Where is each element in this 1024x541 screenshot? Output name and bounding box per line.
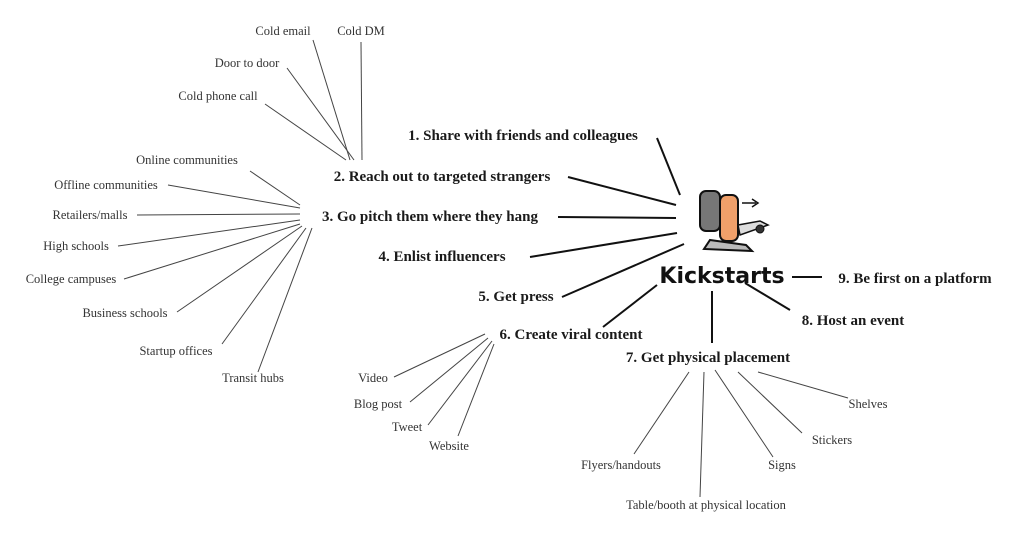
leaf-transit-hubs: Transit hubs <box>222 371 284 385</box>
connector-leaf-19 <box>714 369 774 458</box>
connector-leaf-18 <box>699 371 705 498</box>
branch-2-label: 2. Reach out to targeted strangers <box>334 169 551 185</box>
leaf-cold-email: Cold email <box>255 24 311 38</box>
connector-branch-1 <box>656 137 681 196</box>
center-label: Kickstarts <box>659 264 784 289</box>
leaf-flyers-handouts: Flyers/handouts <box>581 458 661 472</box>
leaf-stickers: Stickers <box>812 433 852 447</box>
leaf-blog-post: Blog post <box>354 397 403 411</box>
branch-8-label: 8. Host an event <box>802 313 905 329</box>
connector-branch-2 <box>567 176 677 206</box>
leaf-door-to-door: Door to door <box>215 56 280 70</box>
leaf-tweet: Tweet <box>392 420 423 434</box>
edges <box>117 39 849 498</box>
connector-branch-6 <box>602 284 658 328</box>
branch-5-label: 5. Get press <box>478 289 553 305</box>
connector-leaf-9 <box>123 223 301 280</box>
leaf-online-communities: Online communities <box>136 153 238 167</box>
connector-branch-5 <box>561 243 685 298</box>
connector-leaf-11 <box>221 227 307 345</box>
branch-6-label: 6. Create viral content <box>499 327 642 343</box>
connector-leaf-14 <box>409 337 489 403</box>
connector-leaf-1 <box>312 39 351 161</box>
connector-leaf-7 <box>136 213 301 216</box>
leaf-retailers-malls: Retailers/malls <box>53 208 128 222</box>
connector-leaf-21 <box>757 371 849 399</box>
leaf-startup-offices: Startup offices <box>139 344 212 358</box>
connector-leaf-17 <box>633 371 690 455</box>
connector-leaf-5 <box>249 170 301 206</box>
leaf-labels: Cold email Cold DM Door to door Cold pho… <box>26 24 888 512</box>
connector-branch-8 <box>744 282 791 311</box>
branch-1-label: 1. Share with friends and colleagues <box>408 128 638 144</box>
connector-branch-4 <box>529 232 678 258</box>
connector-leaf-16 <box>457 343 495 437</box>
branch-9-label: 9. Be first on a platform <box>838 271 992 287</box>
connector-leaf-15 <box>427 340 493 426</box>
connector-leaf-4 <box>264 103 347 161</box>
leaf-website: Website <box>429 439 469 453</box>
leaf-video: Video <box>358 371 388 385</box>
branch-7-label: 7. Get physical placement <box>626 350 790 366</box>
connector-leaf-13 <box>393 333 486 378</box>
kick-scooter-icon <box>699 190 770 253</box>
leaf-business-schools: Business schools <box>82 306 167 320</box>
connector-leaf-3 <box>286 67 355 161</box>
connector-leaf-10 <box>176 225 303 313</box>
leaf-signs: Signs <box>768 458 796 472</box>
branch-4-label: 4. Enlist influencers <box>378 249 505 265</box>
connector-leaf-8 <box>117 219 301 247</box>
leaf-cold-dm: Cold DM <box>337 24 385 38</box>
branch-3-label: 3. Go pitch them where they hang <box>322 209 538 225</box>
leaf-cold-phone-call: Cold phone call <box>178 89 258 103</box>
leaf-high-schools: High schools <box>43 239 109 253</box>
branch-labels: 1. Share with friends and colleagues 2. … <box>322 128 992 366</box>
leaf-college-campuses: College campuses <box>26 272 117 286</box>
leaf-offline-communities: Offline communities <box>54 178 158 192</box>
leaf-shelves: Shelves <box>849 397 888 411</box>
connector-leaf-6 <box>167 184 301 209</box>
connector-leaf-12 <box>257 227 313 373</box>
connector-branch-3 <box>557 216 677 219</box>
connector-leaf-2 <box>360 41 363 161</box>
leaf-table-booth: Table/booth at physical location <box>626 498 787 512</box>
connector-leaf-20 <box>737 371 803 434</box>
